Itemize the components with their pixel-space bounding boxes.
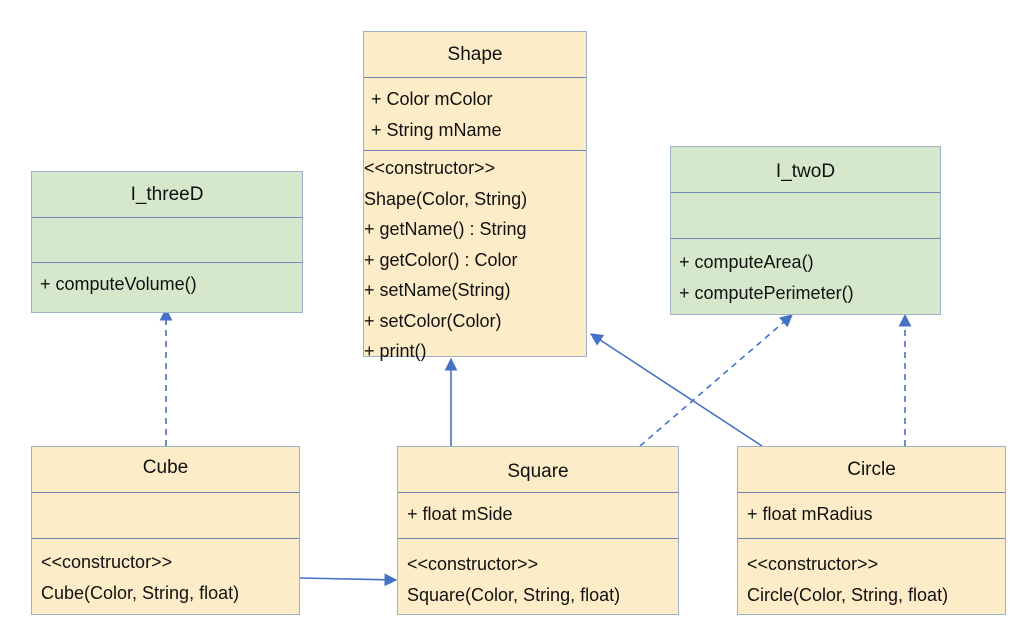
itwod-op-computearea: + computeArea() — [679, 252, 814, 272]
cube-class-title: Cube — [32, 447, 299, 493]
circle-attributes: + float mRadius — [738, 493, 1005, 539]
shape-op-print: + print() — [364, 341, 427, 361]
square-stereotype: <<constructor>> — [407, 554, 539, 574]
square-attribute-side: + float mSide — [407, 504, 513, 524]
ithreed-interface-box: I_threeD + computeVolume() — [31, 171, 303, 313]
shape-op-setname: + setName(String) — [364, 280, 511, 300]
itwod-attributes — [671, 193, 940, 239]
square-class-title: Square — [398, 447, 678, 493]
circle-class-title: Circle — [738, 447, 1005, 493]
itwod-operations: + computeArea() + computePerimeter() — [671, 239, 940, 308]
cube-stereotype: <<constructor>> — [41, 552, 173, 572]
circle-constructor: Circle(Color, String, float) — [747, 584, 949, 605]
itwod-interface-box: I_twoD + computeArea() + computePerimete… — [670, 146, 941, 315]
ithreed-operations: + computeVolume() — [32, 263, 302, 300]
shape-op-setcolor: + setColor(Color) — [364, 310, 502, 331]
square-class-box: Square + float mSide <<constructor>> Squ… — [397, 446, 679, 615]
square-operations: <<constructor>> Square(Color, String, fl… — [398, 539, 678, 610]
circle-stereotype: <<constructor>> — [747, 554, 879, 574]
shape-class-title: Shape — [364, 32, 586, 78]
shape-operations: <<constructor>> Shape(Color, String) + g… — [364, 151, 586, 367]
square-constructor: Square(Color, String, float) — [407, 584, 621, 605]
cube-attributes — [32, 493, 299, 539]
shape-stereotype: <<constructor>> — [364, 158, 496, 178]
shape-op-getname: + getName() : String — [364, 219, 527, 239]
cube-class-box: Cube <<constructor>> Cube(Color, String,… — [31, 446, 300, 615]
itwod-interface-title: I_twoD — [671, 147, 940, 193]
ithreed-attributes — [32, 218, 302, 263]
shape-attribute-color: + Color mColor — [371, 89, 493, 109]
cube-to-square-association-arrow — [299, 573, 398, 587]
square-attributes: + float mSide — [398, 493, 678, 539]
ithreed-interface-title: I_threeD — [32, 172, 302, 218]
circle-attribute-radius: + float mRadius — [747, 504, 873, 524]
itwod-op-computeperimeter: + computePerimeter() — [679, 282, 854, 303]
cube-operations: <<constructor>> Cube(Color, String, floa… — [32, 539, 299, 608]
circle-inherits-shape-arrow — [589, 333, 763, 447]
shape-attribute-name: + String mName — [371, 119, 502, 140]
shape-op-getcolor: + getColor() : Color — [364, 249, 518, 270]
shape-class-box: Shape + Color mColor + String mName <<co… — [363, 31, 587, 361]
circle-operations: <<constructor>> Circle(Color, String, fl… — [738, 539, 1005, 610]
cube-constructor: Cube(Color, String, float) — [41, 582, 240, 603]
ithreed-op-computevolume: + computeVolume() — [40, 274, 197, 294]
circle-class-box: Circle + float mRadius <<constructor>> C… — [737, 446, 1006, 615]
square-realizes-itwod-arrow — [639, 314, 793, 447]
shape-attributes: + Color mColor + String mName — [364, 78, 586, 151]
shape-constructor: Shape(Color, String) — [364, 188, 528, 209]
